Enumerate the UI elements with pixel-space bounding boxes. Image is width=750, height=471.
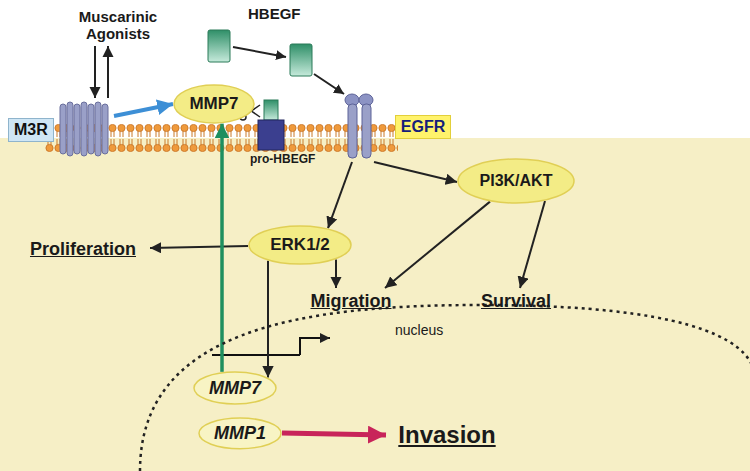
protein-oval: MMP7 — [173, 84, 255, 124]
nucleus-region: nucleusMMP7MMP1 Invasion — [140, 300, 750, 471]
node-text: Survival — [481, 291, 551, 312]
node-text: Migration — [311, 291, 392, 312]
node-text: MMP7 — [209, 378, 261, 399]
signal-arrow — [150, 246, 248, 248]
oval-fill — [199, 418, 281, 449]
node-text: MMP1 — [214, 423, 266, 444]
outcome-label: Survival — [472, 288, 560, 314]
signal-arrow — [328, 162, 352, 228]
node-text: Invasion — [398, 421, 495, 449]
node-text: nucleus — [395, 322, 443, 338]
receptor-name: EGFR — [395, 115, 451, 139]
nucleus-outline — [140, 305, 750, 471]
gene-oval: MMP7 — [193, 371, 277, 405]
kinase-oval: ERK1/2 — [248, 225, 352, 265]
signal-arrow — [520, 201, 545, 288]
oval-fill — [194, 372, 276, 404]
agonist-label: Muscarinic Agonists — [54, 4, 182, 46]
signal-arrow — [114, 104, 173, 116]
signal-arrow — [220, 124, 224, 372]
pro-hbegf-ectodomain — [264, 100, 278, 120]
signal-arrow — [335, 259, 337, 288]
signal-arrow — [94, 46, 96, 98]
node-text: PI3K/AKT — [480, 172, 553, 190]
receptor-name: M3R — [8, 118, 54, 142]
binding-arrow — [314, 74, 344, 94]
node-text: ERK1/2 — [270, 235, 330, 255]
cytoplasm-ground — [0, 138, 750, 471]
node-text: Muscarinic Agonists — [54, 8, 182, 43]
gene-oval: MMP1 — [198, 417, 282, 450]
hbegf-ligand — [208, 30, 230, 62]
pro-hbegf-anchor — [258, 120, 284, 150]
egfr-receptor — [345, 94, 373, 158]
node-text: MMP7 — [189, 94, 238, 114]
precursor-label: pro-HBEGF — [250, 153, 315, 167]
m3r-receptor — [60, 102, 108, 156]
signal-arrow — [385, 202, 490, 288]
outcome-label: Proliferation — [16, 236, 150, 262]
receptor-box: EGFR — [337, 92, 453, 162]
outcome-label: Migration — [300, 288, 402, 314]
oval-fill — [174, 85, 254, 123]
oval-fill — [249, 226, 351, 264]
outcome-label: Invasion — [386, 419, 508, 451]
receptor-box: M3R — [6, 98, 114, 162]
signal-arrow — [107, 46, 109, 98]
oval-fill — [458, 159, 574, 203]
hbegf-ligand — [290, 44, 312, 76]
signal-arrow — [282, 433, 386, 435]
release-arrow — [233, 47, 286, 57]
kinase-oval: PI3K/AKT — [457, 158, 575, 204]
signal-arrow — [267, 261, 269, 378]
node-text: Proliferation — [30, 239, 136, 260]
ligand-label: HBEGF — [248, 5, 301, 22]
signal-arrow — [374, 162, 457, 182]
